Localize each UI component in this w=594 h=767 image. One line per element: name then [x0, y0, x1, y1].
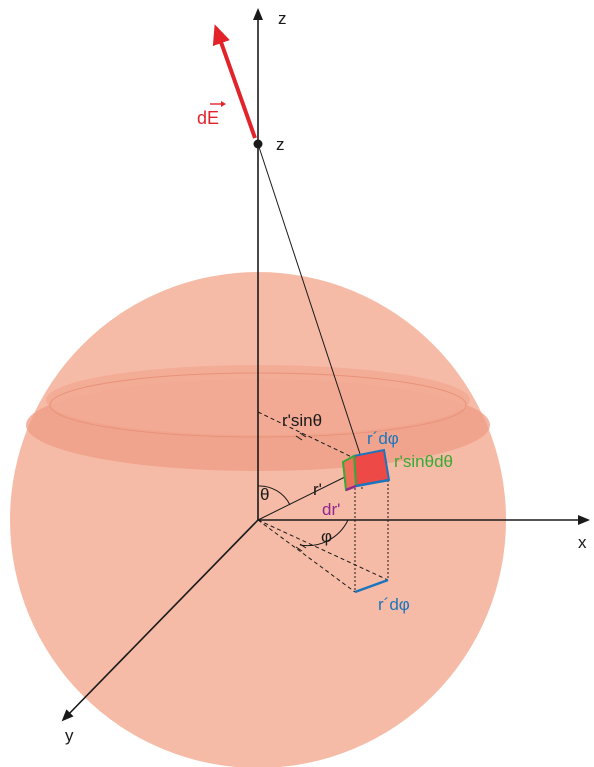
z-point	[253, 139, 263, 149]
y-axis	[61, 519, 259, 722]
r-sin-theta-dtheta-label: r'sinθdθ	[394, 452, 453, 471]
r-dphi-bottom-label: r´dφ	[378, 595, 410, 614]
volume-element-side	[341, 454, 358, 492]
x-axis-label: x	[578, 533, 587, 552]
r-dphi-top-label: r´dφ	[367, 429, 399, 448]
dE-label: dE	[197, 108, 219, 128]
tick-mark-1	[295, 435, 303, 441]
z-axis-label: z	[278, 9, 287, 28]
y-axis-label: y	[65, 726, 74, 745]
phi-label: φ	[321, 527, 332, 546]
r-prime-label: r'	[313, 480, 322, 499]
bottom-r-dphi-segment	[354, 578, 389, 594]
r-sin-theta-label: r'sinθ	[282, 411, 322, 430]
projection-line-1	[257, 519, 356, 593]
dr-prime-label: dr'	[322, 500, 340, 519]
z-to-element-line	[257, 143, 363, 461]
dr-prime-edge	[345, 484, 357, 492]
z-point-label: z	[276, 135, 285, 154]
projection-line-2	[257, 519, 389, 581]
tick-mark-3	[295, 546, 303, 552]
phi-arc	[299, 519, 349, 547]
theta-label: θ	[260, 485, 269, 504]
dE-vector-arrow-icon	[210, 101, 226, 107]
r-prime-line	[257, 471, 356, 521]
r-dphi-edge	[355, 478, 390, 488]
theta-arc	[257, 485, 291, 506]
r-sin-theta-dash	[257, 411, 359, 461]
dE-vector	[212, 24, 257, 139]
tick-mark-2	[299, 432, 307, 438]
